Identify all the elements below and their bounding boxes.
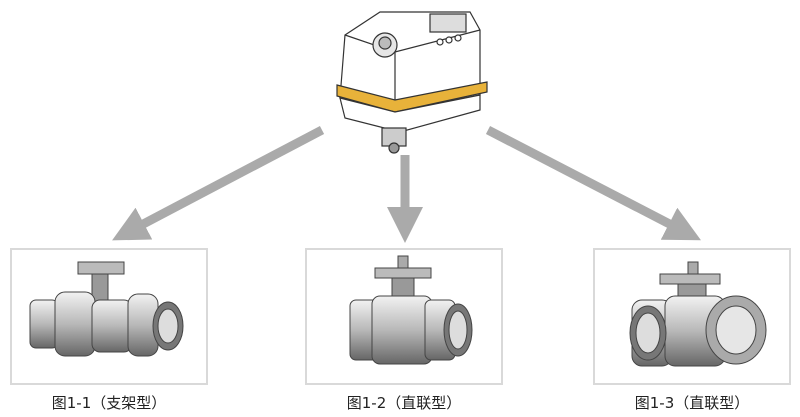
valve-direct-type-2 [349, 255, 473, 365]
figure-2-caption: 图1-2（直联型） [346, 394, 462, 412]
figure-3-caption: 图1-3（直联型） [634, 394, 750, 412]
valve-bracket-type [29, 261, 184, 357]
valve-direct-type-3 [629, 261, 767, 367]
figure-1-caption: 图1-1（支架型） [51, 394, 167, 412]
arrow-right [485, 126, 701, 241]
arrow-left [112, 126, 325, 241]
electric-actuator [336, 11, 488, 154]
